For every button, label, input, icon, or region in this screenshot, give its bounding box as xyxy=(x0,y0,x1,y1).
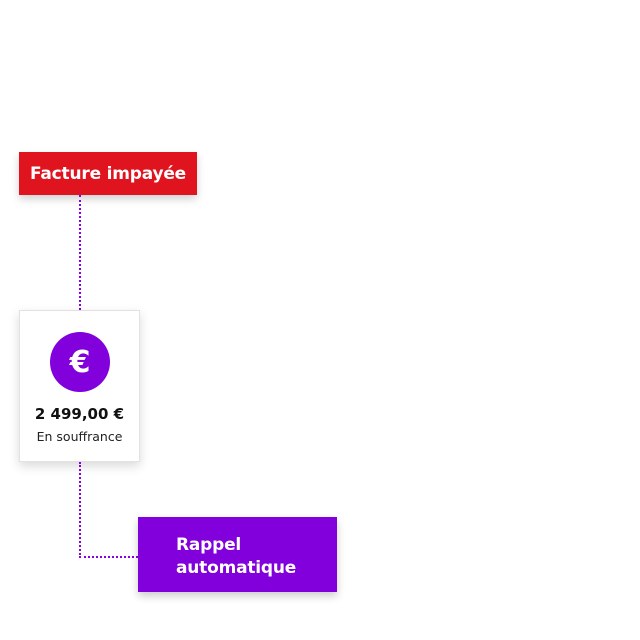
euro-icon: € xyxy=(50,332,110,392)
connector-card-down xyxy=(79,462,81,558)
invoice-amount: 2 499,00 € xyxy=(34,405,125,423)
auto-reminder-node: Rappel automatique xyxy=(138,517,337,592)
connector-card-to-reminder xyxy=(79,556,138,558)
euro-glyph: € xyxy=(69,344,91,380)
connector-invoice-to-card xyxy=(79,195,81,310)
auto-reminder-label-line1: Rappel xyxy=(176,535,242,555)
auto-reminder-label-line2: automatique xyxy=(176,558,297,578)
unpaid-invoice-label: Facture impayée xyxy=(29,163,187,184)
unpaid-invoice-node: Facture impayée xyxy=(19,152,197,195)
invoice-status: En souffrance xyxy=(36,429,123,444)
invoice-amount-card: € 2 499,00 € En souffrance xyxy=(19,310,140,462)
